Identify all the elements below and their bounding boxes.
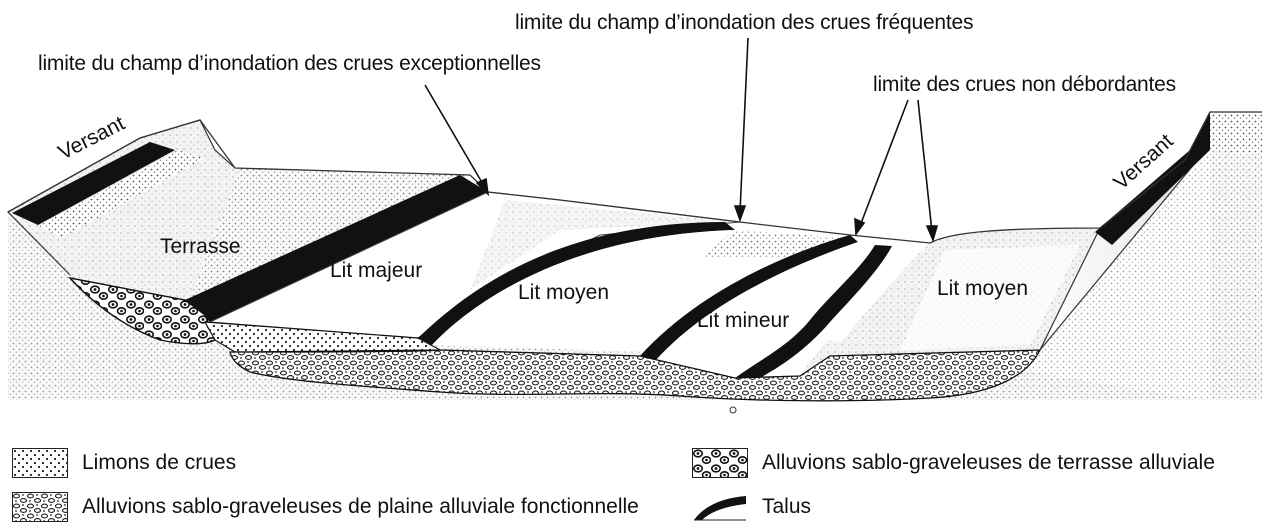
label-lit-moyen-left: Lit moyen — [518, 282, 609, 303]
label-lit-mineur: Lit mineur — [697, 310, 789, 331]
legend-alluvions-terrasse: Alluvions sablo-graveleuses de terrasse … — [692, 448, 1215, 478]
label-lit-moyen-right: Lit moyen — [937, 278, 1028, 299]
legend-swatch-alluvions-plaine — [12, 492, 68, 522]
label-lit-majeur: Lit majeur — [330, 260, 422, 281]
legend-swatch-talus — [692, 492, 748, 522]
legend-swatch-alluvions-terrasse — [692, 448, 748, 478]
legend-alluvions-plaine: Alluvions sablo-graveleuses de plaine al… — [12, 492, 639, 522]
legend-label-limons: Limons de crues — [82, 451, 236, 475]
legend-label-talus: Talus — [762, 495, 811, 519]
legend-label-alluvions-terrasse: Alluvions sablo-graveleuses de terrasse … — [762, 451, 1215, 475]
label-crues-frequentes: limite du champ d’inondation des crues f… — [515, 12, 973, 33]
label-crues-non-debordantes: limite des crues non débordantes — [873, 74, 1176, 95]
label-crues-exceptionnelles: limite du champ d’inondation des crues e… — [38, 53, 541, 74]
legend-label-alluvions-plaine: Alluvions sablo-graveleuses de plaine al… — [82, 495, 639, 519]
label-terrasse: Terrasse — [160, 236, 241, 257]
legend-swatch-limons — [12, 448, 68, 478]
legend-talus: Talus — [692, 492, 811, 522]
legend-limons: Limons de crues — [12, 448, 236, 478]
